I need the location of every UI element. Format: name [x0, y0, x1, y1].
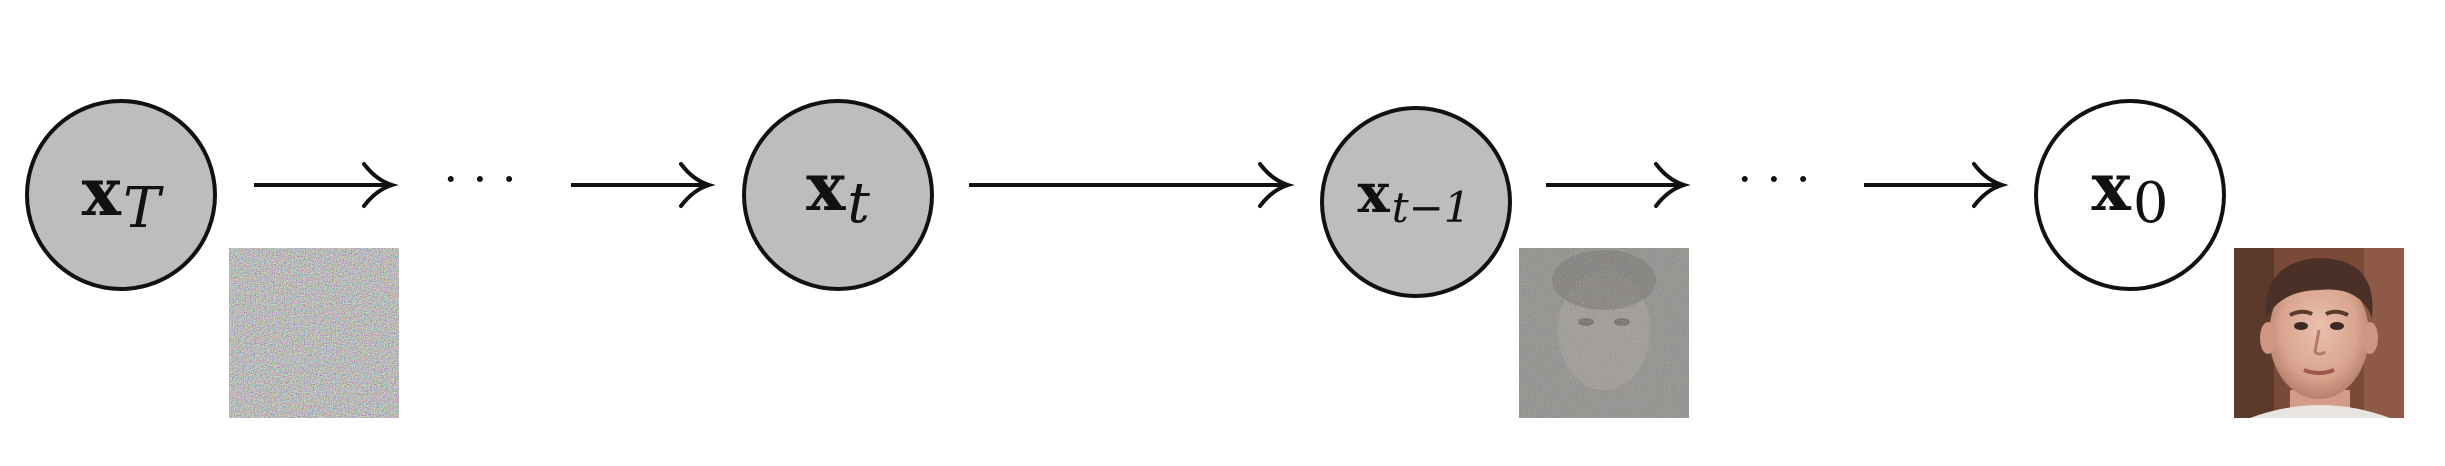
node-x-0-circle — [2034, 99, 2226, 291]
node-x-0: x0 — [2034, 99, 2226, 291]
noise-image — [229, 248, 399, 418]
ellipsis-2: · · · — [1737, 152, 1810, 206]
arrow-4 — [1546, 162, 1691, 208]
node-x-t: xt — [742, 99, 934, 291]
node-x-t-label: xt — [806, 148, 870, 236]
arrow-3 — [969, 162, 1295, 208]
node-x-t-minus-1: xt−1 — [1320, 106, 1512, 298]
arrow-5 — [1864, 162, 2009, 208]
node-x-T-label: xT — [82, 153, 164, 241]
node-x-t-minus-1-label: xt−1 — [1358, 161, 1471, 232]
arrow-1 — [254, 162, 399, 208]
node-x-0-label: x0 — [2092, 148, 2169, 236]
node-x-t-circle — [742, 99, 934, 291]
node-x-T: xT — [25, 99, 217, 291]
node-x-t-minus-1-circle — [1320, 106, 1512, 298]
ellipsis-1: · · · — [443, 152, 516, 206]
arrow-2 — [571, 162, 716, 208]
clean-face-image — [2234, 248, 2404, 418]
node-x-T-circle — [25, 99, 217, 291]
partially-denoised-face-image — [1519, 248, 1689, 418]
